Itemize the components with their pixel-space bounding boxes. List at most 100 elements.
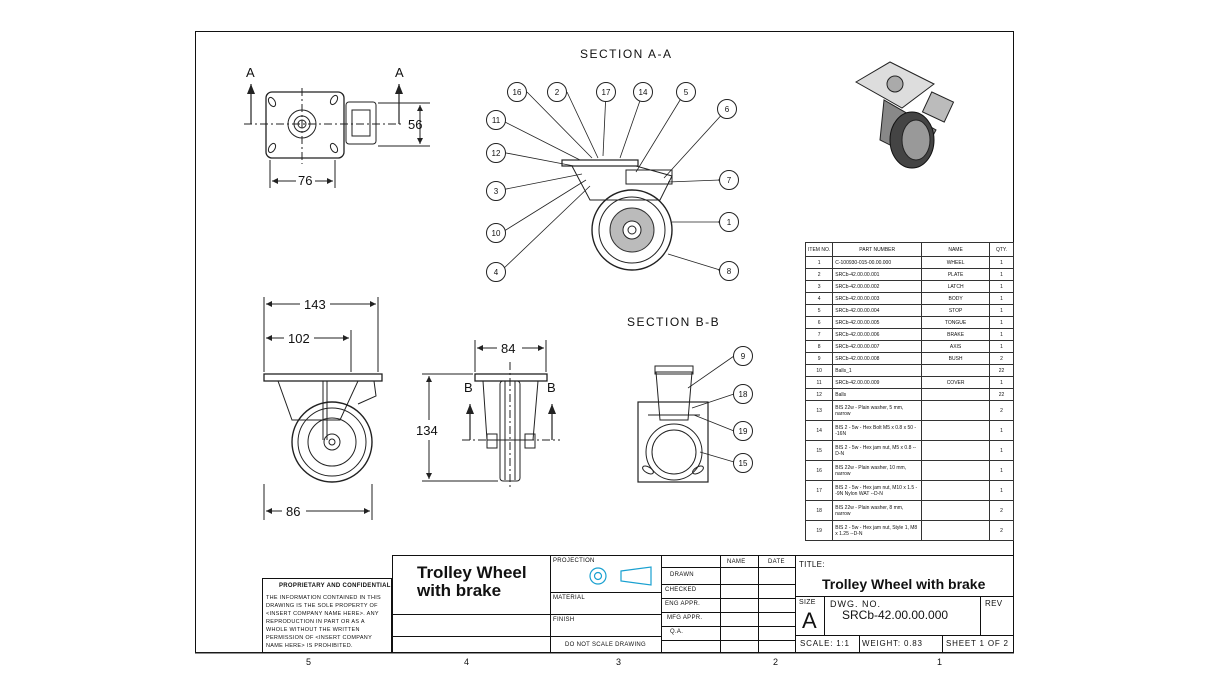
bom-qty: 1 xyxy=(988,292,1015,305)
bom-item-no: 11 xyxy=(804,376,834,389)
balloon-10: 10 xyxy=(486,223,506,243)
finish-label: FINISH xyxy=(553,617,575,623)
bom-part-number: BIS 22w - Plain washer, 8 mm, narrow xyxy=(832,500,923,521)
bom-name: STOP xyxy=(921,304,990,317)
balloon-17: 17 xyxy=(596,82,616,102)
bom-part-number: Balls_1 xyxy=(832,364,923,377)
section-bb-view xyxy=(637,365,709,483)
bom-item-no: 16 xyxy=(804,460,834,481)
bom-qty: 22 xyxy=(988,364,1015,377)
bom-name: BODY xyxy=(921,292,990,305)
bom-name xyxy=(921,388,990,401)
balloon-18: 18 xyxy=(733,384,753,404)
material-label: MATERIAL xyxy=(553,595,585,601)
size-label: SIZE xyxy=(799,599,816,606)
title-label: TITLE: xyxy=(799,560,825,569)
bom-qty: 1 xyxy=(988,420,1015,441)
bom-header-name: NAME xyxy=(921,242,990,257)
bom-name: BRAKE xyxy=(921,328,990,341)
top-view xyxy=(244,88,402,164)
bom-part-number: SRCb-42.00.00.008 xyxy=(832,352,923,365)
bom-item-no: 17 xyxy=(804,480,834,501)
balloon-7: 7 xyxy=(719,170,739,190)
bom-qty: 1 xyxy=(988,316,1015,329)
dim-top-depth: 56 xyxy=(408,117,423,132)
bom-qty: 2 xyxy=(988,500,1015,521)
proprietary-box: PROPRIETARY AND CONFIDENTIAL THE INFORMA… xyxy=(262,578,392,653)
cut-label-a-left: A xyxy=(246,65,255,80)
dim-front-width: 84 xyxy=(501,341,516,356)
bom-part-number: BIS 2 - 5w - Hex jam nut, M10 x 1.5 --9N… xyxy=(832,480,923,501)
dim-overall-width: 143 xyxy=(304,297,326,312)
role-checked: CHECKED xyxy=(665,587,697,593)
bom-name xyxy=(921,420,990,441)
proprietary-title: PROPRIETARY AND CONFIDENTIAL xyxy=(279,583,391,589)
dim-height: 134 xyxy=(416,423,438,438)
bom-item-no: 2 xyxy=(804,268,834,281)
bom-qty: 1 xyxy=(988,340,1015,353)
title-area: TITLE: Trolley Wheel with brake SIZE A D… xyxy=(795,555,1014,653)
zone-4: 4 xyxy=(464,657,470,667)
bom-part-number: SRCb-42.00.00.001 xyxy=(832,268,923,281)
balloon-19: 19 xyxy=(733,421,753,441)
bom-item-no: 4 xyxy=(804,292,834,305)
role-qa: Q.A. xyxy=(670,629,684,635)
bom-item-no: 5 xyxy=(804,304,834,317)
balloon-6: 6 xyxy=(717,99,737,119)
bom-item-no: 8 xyxy=(804,340,834,353)
balloon-4: 4 xyxy=(486,262,506,282)
bom-qty: 2 xyxy=(988,400,1015,421)
bom-qty: 1 xyxy=(988,256,1015,269)
approval-grid: NAME DATE DRAWN CHECKED ENG APPR. MFG AP… xyxy=(661,555,796,653)
bom-name xyxy=(921,500,990,521)
balloon-11: 11 xyxy=(486,110,506,130)
role-mfg-appr: MFG APPR. xyxy=(667,615,703,621)
dwg-no-label: DWG. NO. xyxy=(830,599,881,609)
zone-1: 1 xyxy=(937,657,943,667)
bom-item-no: 7 xyxy=(804,328,834,341)
drawing-name-box: Trolley Wheel with brake xyxy=(392,555,551,653)
bom-part-number: Balls xyxy=(832,388,923,401)
bom-item-no: 13 xyxy=(804,400,834,421)
col-name-label: NAME xyxy=(727,559,746,565)
bom-item-no: 15 xyxy=(804,440,834,461)
bom-name: WHEEL xyxy=(921,256,990,269)
balloon-5: 5 xyxy=(676,82,696,102)
proprietary-text: THE INFORMATION CONTAINED IN THIS DRAWIN… xyxy=(266,595,382,649)
bom-part-number: BIS 2 - 5w - Hex jam nut, Style 1, M8 x … xyxy=(832,520,923,541)
bom-part-number: C-100930-015-00.00.000 xyxy=(832,256,923,269)
role-drawn: DRAWN xyxy=(670,572,694,578)
balloon-14: 14 xyxy=(633,82,653,102)
balloon-9: 9 xyxy=(733,346,753,366)
side-view xyxy=(263,373,383,483)
do-not-scale-label: DO NOT SCALE DRAWING xyxy=(565,642,647,648)
isometric-view xyxy=(854,61,955,169)
bom-name xyxy=(921,364,990,377)
dim-mount-width: 102 xyxy=(288,331,310,346)
bom-part-number: BIS 22w - Plain washer, 10 mm, narrow xyxy=(832,460,923,481)
bom-name: BUSH xyxy=(921,352,990,365)
bom-qty: 1 xyxy=(988,460,1015,481)
bom-item-no: 19 xyxy=(804,520,834,541)
bom-qty: 1 xyxy=(988,480,1015,501)
bom-name: AXIS xyxy=(921,340,990,353)
dwg-no-value: SRCb-42.00.00.000 xyxy=(842,608,949,622)
bom-qty: 2 xyxy=(988,352,1015,365)
zone-3: 3 xyxy=(616,657,622,667)
bom-part-number: BIS 22w - Plain washer, 5 mm, narrow xyxy=(832,400,923,421)
bom-name xyxy=(921,440,990,461)
projection-box: PROJECTION MATERIAL FINISH DO NOT SCALE … xyxy=(550,555,662,653)
